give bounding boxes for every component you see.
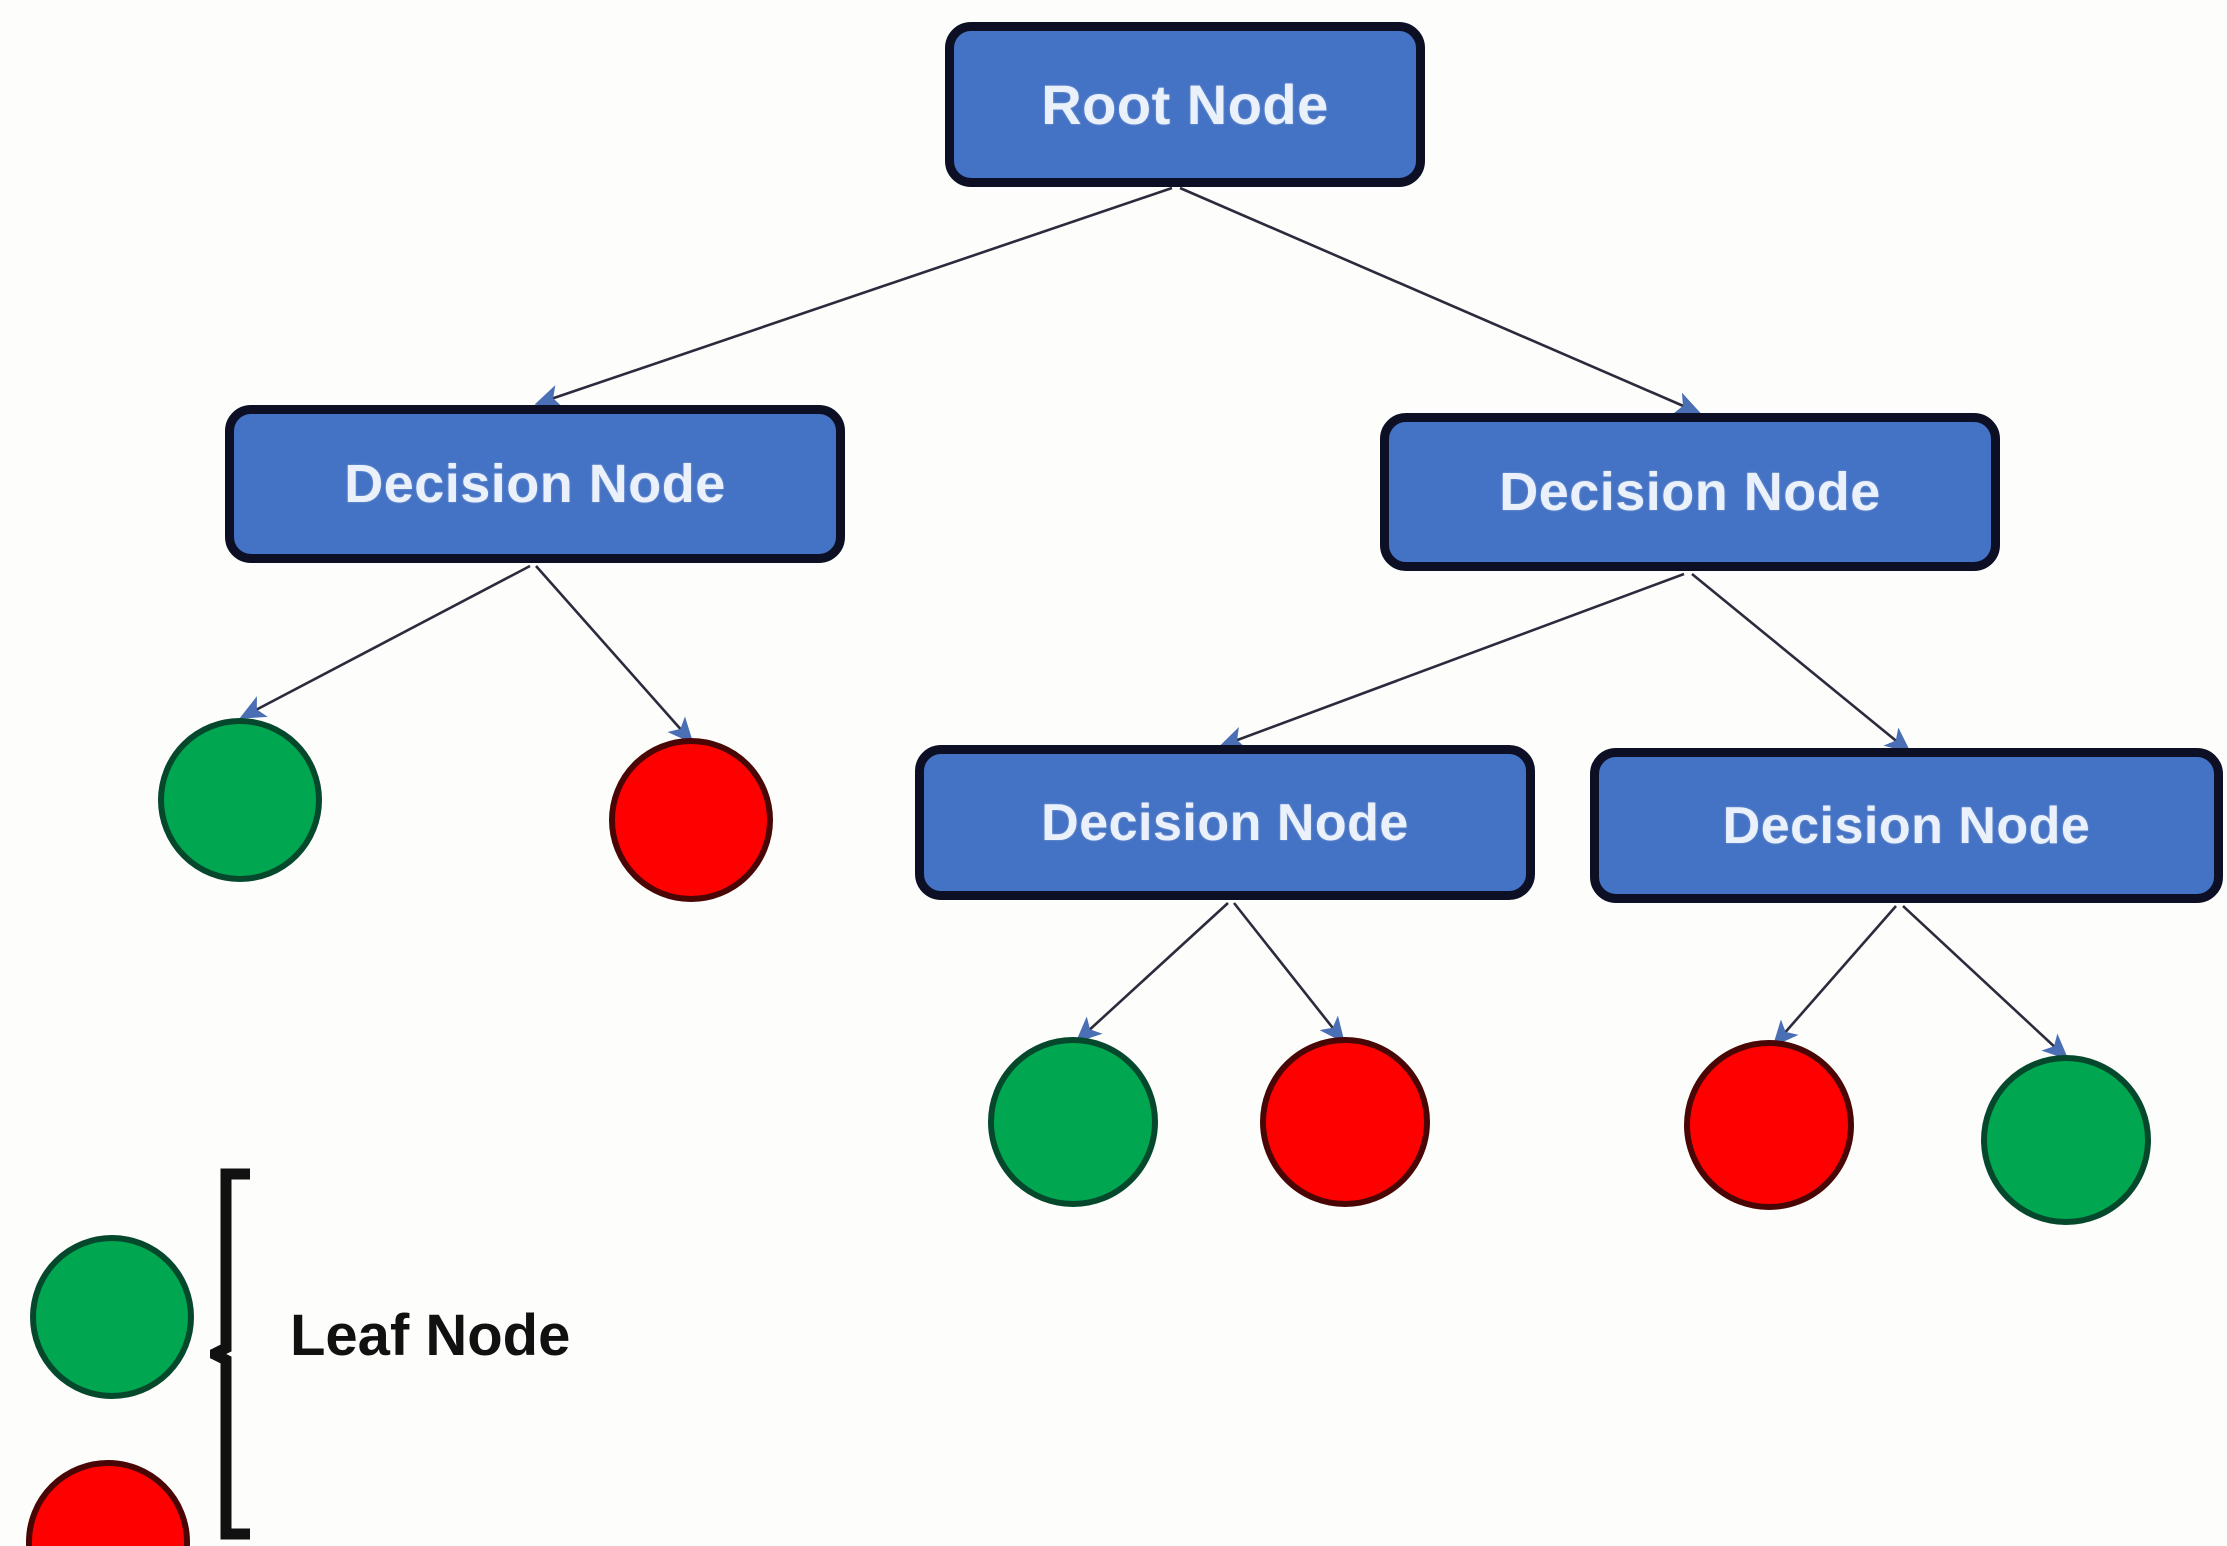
- node-decision-center-label: Decision Node: [1041, 793, 1409, 852]
- edge-left-to-leaf1: [239, 564, 531, 719]
- edge-left-to-leaf2: [535, 565, 694, 744]
- edge-root-to-left: [534, 186, 1173, 408]
- leaf-node-green-1[interactable]: [158, 718, 322, 882]
- legend-swatch-red: [26, 1460, 190, 1546]
- legend-label: Leaf Node: [290, 1303, 571, 1368]
- leaf-node-green-2[interactable]: [988, 1037, 1158, 1207]
- edge-c-to-leaf4: [1232, 902, 1345, 1044]
- edge-right-to-rr: [1691, 572, 1912, 754]
- node-decision-left[interactable]: Decision Node: [225, 405, 845, 563]
- legend-swatch-green: [30, 1235, 194, 1399]
- leaf-node-green-3[interactable]: [1981, 1055, 2151, 1225]
- leaf-node-red-1[interactable]: [609, 738, 773, 902]
- edge-right-to-c: [1218, 572, 1685, 749]
- edge-rr-to-leaf5: [1772, 905, 1897, 1047]
- legend-brace-icon: [210, 1168, 250, 1540]
- legend: Leaf Node: [0, 1150, 700, 1546]
- node-root-label: Root Node: [1041, 72, 1329, 136]
- node-decision-center[interactable]: Decision Node: [915, 745, 1535, 900]
- node-decision-right[interactable]: Decision Node: [1380, 413, 2000, 571]
- edge-root-to-right: [1179, 186, 1702, 415]
- node-decision-far-right[interactable]: Decision Node: [1590, 748, 2223, 903]
- leaf-node-red-2[interactable]: [1260, 1037, 1430, 1207]
- node-decision-right-label: Decision Node: [1499, 462, 1881, 522]
- node-decision-far-right-label: Decision Node: [1722, 796, 2091, 855]
- leaf-node-red-3[interactable]: [1684, 1040, 1854, 1210]
- node-root[interactable]: Root Node: [945, 22, 1425, 187]
- node-decision-left-label: Decision Node: [344, 454, 726, 514]
- edge-rr-to-leaf6: [1902, 905, 2069, 1060]
- edge-c-to-leaf3: [1075, 902, 1229, 1043]
